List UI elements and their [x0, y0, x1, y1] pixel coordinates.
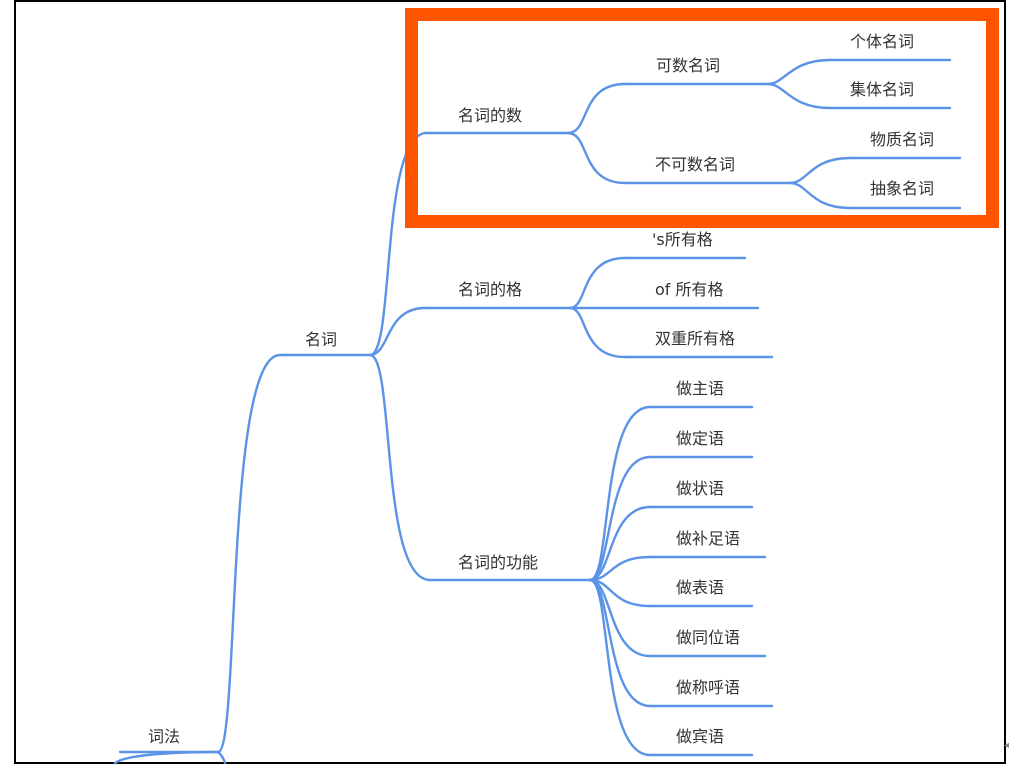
node-mingci-de-gongneng[interactable]: 名词的功能 [458, 553, 538, 572]
collapse-arrow-icon[interactable]: ◂ [1004, 740, 1009, 751]
highlight-box [405, 8, 999, 228]
node-mingci-de-shu[interactable]: 名词的数 [458, 106, 522, 125]
node-zuo-zhuangyu[interactable]: 做状语 [676, 479, 724, 498]
node-s-suoyouge[interactable]: 's所有格 [652, 230, 713, 249]
node-of-suoyouge[interactable]: of 所有格 [655, 280, 724, 299]
branch-root-left [113, 750, 220, 765]
node-zuo-zhuyu[interactable]: 做主语 [676, 379, 724, 398]
branch-gongneng-dingyu [588, 455, 652, 582]
node-chouxiang-mingci[interactable]: 抽象名词 [870, 179, 934, 198]
node-zuo-chenghuyu[interactable]: 做称呼语 [676, 678, 740, 697]
node-zuo-tongweiyu[interactable]: 做同位语 [676, 628, 740, 647]
branch-cifa-mingci [216, 353, 282, 754]
node-wuzhi-mingci[interactable]: 物质名词 [870, 130, 934, 149]
node-bukeshu-mingci[interactable]: 不可数名词 [655, 155, 735, 174]
branch-gongneng-zhuyu [588, 405, 652, 582]
node-cifa[interactable]: 词法 [148, 727, 180, 746]
branch-shu-bukeshu [566, 131, 627, 185]
node-keshu-mingci[interactable]: 可数名词 [656, 56, 720, 75]
branch-gongneng-buzuyu [588, 555, 652, 582]
node-mingci[interactable]: 名词 [305, 330, 337, 349]
node-jiti-mingci[interactable]: 集体名词 [850, 80, 914, 99]
branch-keshu-geti [766, 58, 832, 86]
node-mingci-de-ge[interactable]: 名词的格 [458, 280, 522, 299]
node-zuo-dingyu[interactable]: 做定语 [676, 429, 724, 448]
node-zuo-buzuyu[interactable]: 做补足语 [676, 529, 740, 548]
labels: 词法 名词 名词的数 可数名词 个体名词 集体名词 不可数名词 物质名词 抽象名… [148, 32, 934, 746]
branch-bukeshu-chouxiang [788, 181, 852, 210]
branch-shu-keshu [566, 82, 627, 135]
branch-keshu-jiti [766, 82, 832, 110]
branch-ge-s [568, 256, 627, 310]
branch-mingci-ge [368, 306, 427, 357]
branch-bukeshu-wuzhi [788, 156, 852, 185]
node-zuo-binyu[interactable]: 做宾语 [676, 727, 724, 746]
node-geti-mingci[interactable]: 个体名词 [850, 32, 914, 51]
diagram-frame [14, 0, 1006, 764]
connectors [113, 58, 962, 765]
branch-gongneng-binyu [588, 578, 652, 757]
branch-gongneng-zhuangyu [588, 505, 652, 582]
node-zuo-biaoyu[interactable]: 做表语 [676, 578, 724, 597]
branch-mingci-gongneng [368, 353, 432, 582]
node-shuangchong-suoyouge[interactable]: 双重所有格 [655, 329, 735, 348]
branch-ge-shuangchong [568, 306, 627, 359]
branch-root-down [216, 750, 227, 765]
